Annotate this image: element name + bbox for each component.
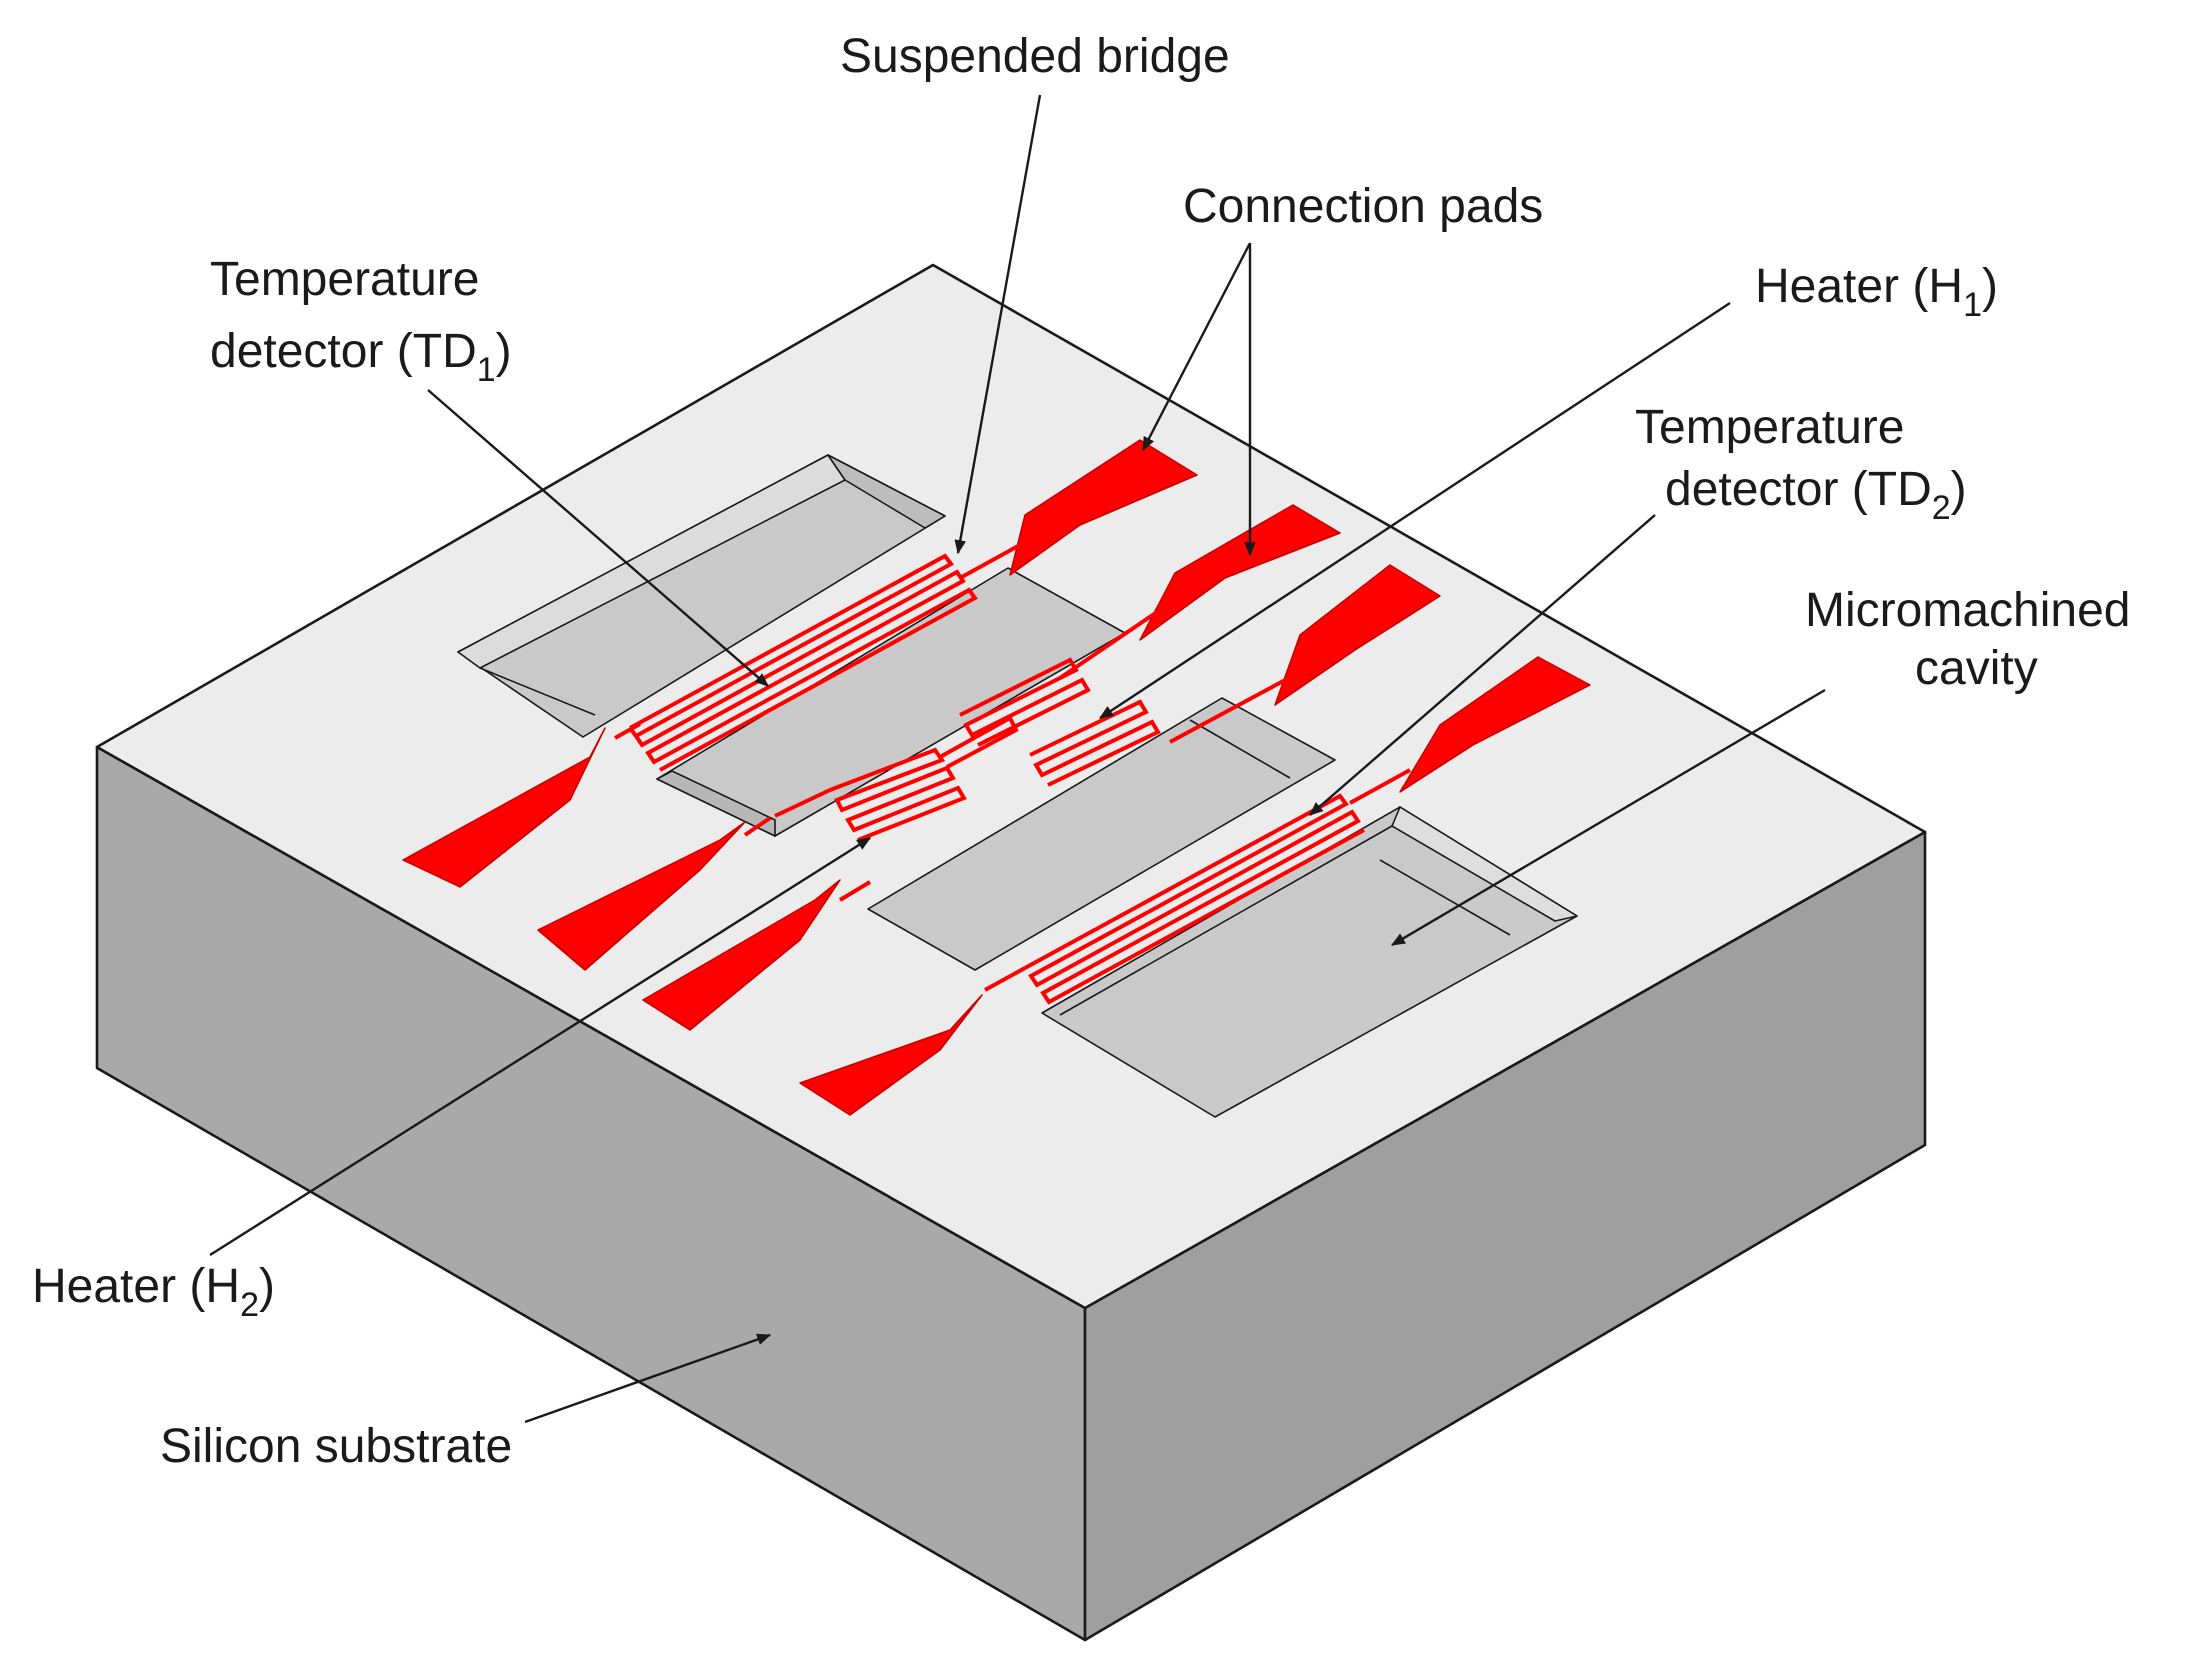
label-heater2-text: Heater (H — [32, 1260, 240, 1313]
td2-traces — [799, 656, 1591, 1116]
heater2-pad-bottom — [537, 821, 746, 971]
label-cavity-line2: cavity — [1915, 642, 2038, 695]
leader-cavity — [1390, 688, 1826, 947]
label-td1-line2: detector (TD1) — [210, 325, 512, 389]
label-td2-line1: Temperature — [1635, 401, 1904, 454]
label-heater2-subscript: 2 — [240, 1286, 259, 1324]
label-connection-pads: Connection pads — [1183, 180, 1543, 233]
leader-td1 — [427, 389, 769, 687]
td2-pad-bottom — [799, 994, 983, 1116]
td1-pad-bottom — [402, 727, 606, 888]
leader-td2 — [1309, 514, 1656, 816]
cavity-1 — [457, 454, 946, 738]
label-heater1-subscript: 1 — [1963, 286, 1982, 324]
label-td2-close: ) — [1951, 463, 1967, 516]
label-heater1-close: ) — [1982, 260, 1998, 313]
label-heater1: Heater (H1) — [1755, 260, 1998, 324]
label-td2-line2: detector (TD2) — [1665, 463, 1967, 527]
silicon-substrate-block — [95, 263, 1927, 1642]
label-td1-line1: Temperature — [210, 253, 479, 306]
label-heater2: Heater (H2) — [32, 1260, 275, 1324]
label-td2-subscript: 2 — [1932, 489, 1951, 527]
label-heater1-text: Heater (H — [1755, 260, 1963, 313]
label-td1-text: detector (TD — [210, 325, 477, 378]
heater1-pad-bottom — [642, 879, 841, 1031]
substrate-top-face — [95, 263, 1927, 1310]
heater1-pad-top — [1274, 564, 1441, 706]
label-silicon-substrate: Silicon substrate — [160, 1420, 512, 1473]
label-suspended-bridge: Suspended bridge — [840, 30, 1230, 83]
heater1-traces — [642, 564, 1441, 1031]
label-cavity-line1: Micromachined — [1805, 584, 2130, 637]
labels: Suspended bridge Connection pads Tempera… — [32, 30, 2130, 1473]
label-heater2-close: ) — [259, 1260, 275, 1313]
cavity-4 — [1041, 806, 1578, 1118]
metal-traces — [402, 439, 1591, 1116]
leader-suspended-bridge — [954, 94, 1042, 555]
td2-pad-top — [1399, 656, 1591, 793]
label-td2-text: detector (TD — [1665, 463, 1932, 516]
td1-pad-top — [1009, 439, 1198, 576]
label-td1-subscript: 1 — [477, 351, 496, 389]
label-td1-close: ) — [496, 325, 512, 378]
leader-heater1 — [1099, 301, 1731, 720]
td1-traces — [402, 439, 1198, 888]
cavity-3 — [867, 697, 1336, 971]
leader-lines — [209, 94, 1826, 1424]
leader-heater2 — [209, 836, 871, 1257]
leader-connection-pads-1 — [1141, 242, 1252, 452]
leader-substrate — [524, 1333, 772, 1424]
heater2-traces — [537, 504, 1341, 971]
micromachined-cavities — [457, 454, 1578, 1118]
heater2-pad-top — [1139, 504, 1341, 641]
